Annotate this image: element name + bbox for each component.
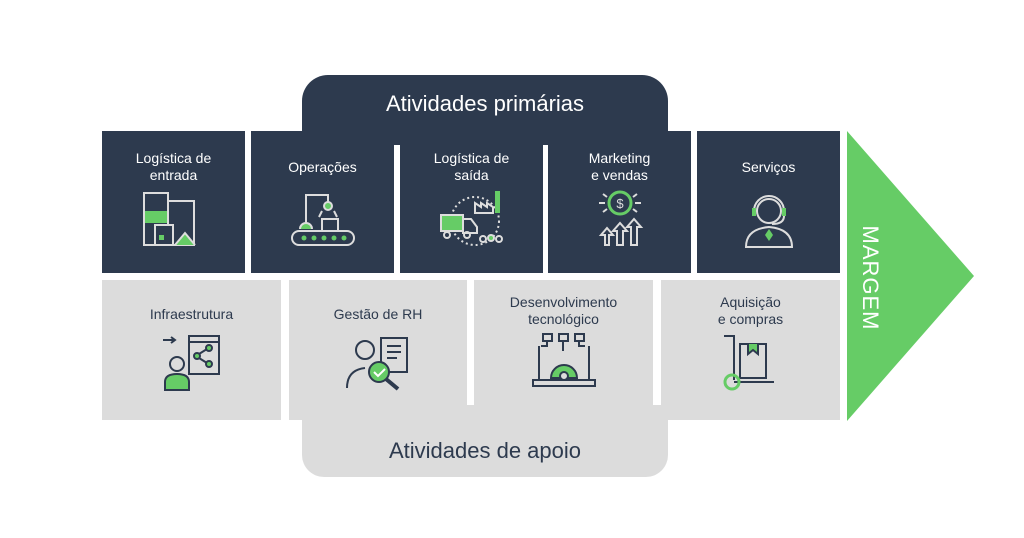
svg-text:$: $ (616, 196, 624, 211)
primary-inbound-logistics: Logística de entrada (102, 131, 245, 273)
robot-arm-conveyor-icon (290, 194, 355, 246)
margin-label: MARGEM (858, 225, 883, 331)
primary-marketing-sales: Marketing e vendas $ (548, 131, 691, 273)
primary-activities-title: Atividades primárias (385, 91, 585, 116)
box-label: Logística de saída (433, 150, 510, 183)
hr-search-icon (346, 337, 408, 391)
primary-outbound-logistics: Logística de saída (400, 131, 543, 273)
hand-truck-icon (723, 335, 774, 391)
box-label: Marketing e vendas (588, 150, 651, 183)
margin-arrow (847, 131, 974, 421)
person-network-icon (162, 335, 220, 391)
warehouse-icon (142, 192, 196, 246)
box-label: Desenvolvimento tecnológico (509, 294, 618, 327)
box-label: Gestão de RH (333, 306, 423, 322)
laptop-gear-icon (531, 333, 596, 387)
support-activities-title: Atividades de apoio (388, 438, 582, 463)
support-infrastructure: Infraestrutura (102, 280, 281, 420)
primary-services: Serviços (697, 131, 840, 273)
truck-factory-icon (439, 191, 503, 246)
box-label: Serviços (741, 159, 796, 175)
primary-operations: Operações (251, 131, 394, 273)
dollar-growth-icon: $ (598, 190, 643, 246)
support-agent-icon (744, 195, 793, 248)
box-label: Infraestrutura (149, 306, 234, 322)
box-label: Operações (288, 159, 357, 175)
support-hr-management: Gestão de RH (289, 280, 467, 420)
box-label: Aquisição e compras (717, 294, 784, 327)
box-label: Logística de entrada (135, 150, 212, 183)
support-procurement: Aquisição e compras (661, 280, 840, 420)
support-tech-development: Desenvolvimento tecnológico (474, 280, 653, 420)
